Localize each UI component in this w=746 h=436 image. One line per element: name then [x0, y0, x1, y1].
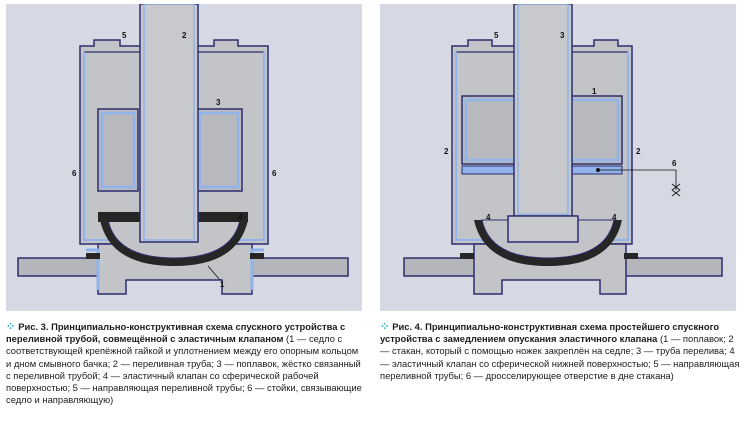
- label-6-right: 6: [272, 169, 277, 178]
- label-5: 5: [122, 31, 127, 40]
- figure-3-diagram: 5 2 3 6 6 4 1: [6, 4, 362, 311]
- bullet-icon: ⁘: [6, 321, 15, 333]
- figure-3-caption-title: Рис. 3. Принципиально-конструктивная схе…: [6, 321, 346, 345]
- figure-3-caption-body: (1 — седло с соответствующей крепёжной г…: [6, 333, 362, 406]
- label-4: 4: [238, 213, 243, 222]
- label-2-left: 2: [444, 147, 449, 156]
- elastic-valve: [474, 220, 622, 266]
- label-5: 5: [494, 31, 499, 40]
- figure-4-diagram: 5 3 1 2 2 6 4 4: [380, 4, 736, 311]
- bullet-icon: ⁘: [380, 321, 389, 333]
- figure-3-svg: 5 2 3 6 6 4 1: [17, 4, 349, 295]
- float-right: [195, 108, 243, 192]
- overflow-pipe: [139, 4, 199, 243]
- figure-3-caption: ⁘Рис. 3. Принципиально-конструктивная сх…: [6, 321, 366, 406]
- float-left: [97, 108, 139, 192]
- figure-4-caption-body: (1 — поплавок; 2 — стакан, который с пом…: [380, 333, 740, 381]
- label-1: 1: [592, 87, 597, 96]
- label-2-right: 2: [636, 147, 641, 156]
- label-4-right: 4: [612, 213, 617, 222]
- label-4-left: 4: [486, 213, 491, 222]
- label-1: 1: [220, 280, 225, 289]
- figure-4-svg: 5 3 1 2 2 6 4 4: [403, 4, 723, 295]
- label-3: 3: [216, 98, 221, 107]
- label-6-left: 6: [72, 169, 77, 178]
- figure-4-caption: ⁘Рис. 4. Принципиально-конструктивная сх…: [380, 321, 740, 382]
- label-6: 6: [672, 159, 677, 168]
- figure-4-caption-title: Рис. 4. Принципиально-конструктивная схе…: [380, 321, 720, 345]
- label-2: 2: [182, 31, 187, 40]
- elastic-valve: [100, 220, 248, 266]
- label-3: 3: [560, 31, 565, 40]
